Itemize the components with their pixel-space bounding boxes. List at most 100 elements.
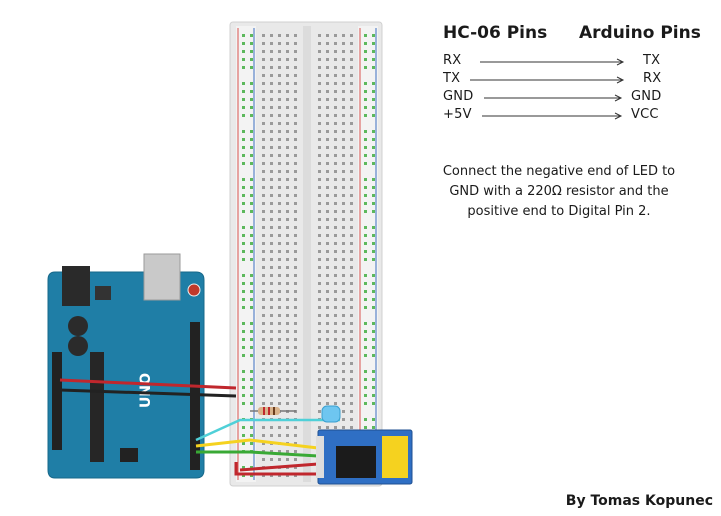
breadboard-hole: [334, 170, 337, 173]
breadboard-hole: [342, 42, 345, 45]
breadboard-hole: [334, 266, 337, 269]
rail-hole: [242, 82, 245, 85]
breadboard-hole: [318, 154, 321, 157]
breadboard-hole: [342, 82, 345, 85]
breadboard-hole: [294, 114, 297, 117]
breadboard-hole: [334, 274, 337, 277]
rail-hole: [372, 330, 375, 333]
rail-hole: [372, 338, 375, 341]
breadboard-hole: [350, 34, 353, 37]
breadboard-hole: [270, 170, 273, 173]
breadboard-hole: [278, 34, 281, 37]
breadboard-hole: [286, 322, 289, 325]
breadboard-hole: [334, 50, 337, 53]
breadboard-hole: [326, 90, 329, 93]
breadboard-hole: [318, 354, 321, 357]
breadboard-hole: [350, 154, 353, 157]
breadboard-hole: [286, 290, 289, 293]
rail-hole: [372, 202, 375, 205]
rail-hole: [364, 186, 367, 189]
rail-hole: [372, 34, 375, 37]
breadboard-hole: [350, 186, 353, 189]
breadboard-hole: [294, 466, 297, 469]
breadboard-hole: [318, 242, 321, 245]
breadboard-hole: [278, 386, 281, 389]
breadboard-hole: [326, 42, 329, 45]
breadboard-hole: [342, 386, 345, 389]
breadboard-hole: [262, 298, 265, 301]
breadboard-hole: [342, 74, 345, 77]
rail-hole: [242, 154, 245, 157]
breadboard-hole: [318, 234, 321, 237]
breadboard-hole: [278, 58, 281, 61]
breadboard-hole: [262, 338, 265, 341]
breadboard-hole: [342, 114, 345, 117]
breadboard-hole: [326, 330, 329, 333]
rail-hole: [372, 98, 375, 101]
breadboard-hole: [286, 458, 289, 461]
rail-hole: [364, 226, 367, 229]
rail-hole: [372, 258, 375, 261]
breadboard-hole: [294, 162, 297, 165]
rail-hole: [372, 42, 375, 45]
breadboard-hole: [270, 314, 273, 317]
breadboard-hole: [278, 138, 281, 141]
instructions-note: Connect the negative end of LED to GND w…: [442, 164, 676, 219]
rail-hole: [372, 386, 375, 389]
breadboard-hole: [294, 330, 297, 333]
breadboard-hole: [350, 98, 353, 101]
breadboard-hole: [342, 362, 345, 365]
rail-hole: [242, 434, 245, 437]
breadboard-hole: [294, 218, 297, 221]
rail-hole: [242, 346, 245, 349]
breadboard-hole: [270, 82, 273, 85]
breadboard-hole: [286, 282, 289, 285]
breadboard-hole: [294, 242, 297, 245]
rail-hole: [242, 402, 245, 405]
breadboard-hole: [342, 378, 345, 381]
breadboard-center-channel: [303, 26, 311, 482]
breadboard-hole: [262, 306, 265, 309]
rail-hole: [372, 114, 375, 117]
rail-hole: [242, 210, 245, 213]
breadboard-hole: [318, 218, 321, 221]
breadboard-hole: [294, 146, 297, 149]
breadboard-hole: [294, 130, 297, 133]
breadboard-hole: [326, 322, 329, 325]
breadboard-hole: [326, 178, 329, 181]
breadboard-hole: [350, 114, 353, 117]
rail-hole: [250, 210, 253, 213]
breadboard-hole: [334, 154, 337, 157]
breadboard-hole: [278, 346, 281, 349]
module-chip: [336, 446, 376, 478]
breadboard-hole: [318, 386, 321, 389]
breadboard-hole: [270, 138, 273, 141]
rail-hole: [364, 146, 367, 149]
rail-hole: [372, 66, 375, 69]
rail-hole: [250, 106, 253, 109]
breadboard-hole: [286, 210, 289, 213]
breadboard-hole: [270, 226, 273, 229]
breadboard-hole: [294, 314, 297, 317]
rail-hole: [372, 402, 375, 405]
breadboard-hole: [334, 378, 337, 381]
breadboard-hole: [294, 210, 297, 213]
rail-hole: [372, 322, 375, 325]
rail-hole: [242, 34, 245, 37]
arduino-uno-board: UNO: [47, 253, 205, 479]
breadboard-hole: [334, 194, 337, 197]
rail-hole: [372, 298, 375, 301]
breadboard-hole: [278, 186, 281, 189]
breadboard-hole: [278, 42, 281, 45]
breadboard-hole: [294, 354, 297, 357]
breadboard-hole: [342, 250, 345, 253]
power-header: [52, 352, 62, 450]
rail-hole: [250, 178, 253, 181]
breadboard-hole: [278, 202, 281, 205]
breadboard-hole: [278, 298, 281, 301]
breadboard-hole: [286, 122, 289, 125]
rail-hole: [364, 234, 367, 237]
breadboard-hole: [262, 330, 265, 333]
breadboard-hole: [294, 58, 297, 61]
breadboard-hole: [342, 354, 345, 357]
